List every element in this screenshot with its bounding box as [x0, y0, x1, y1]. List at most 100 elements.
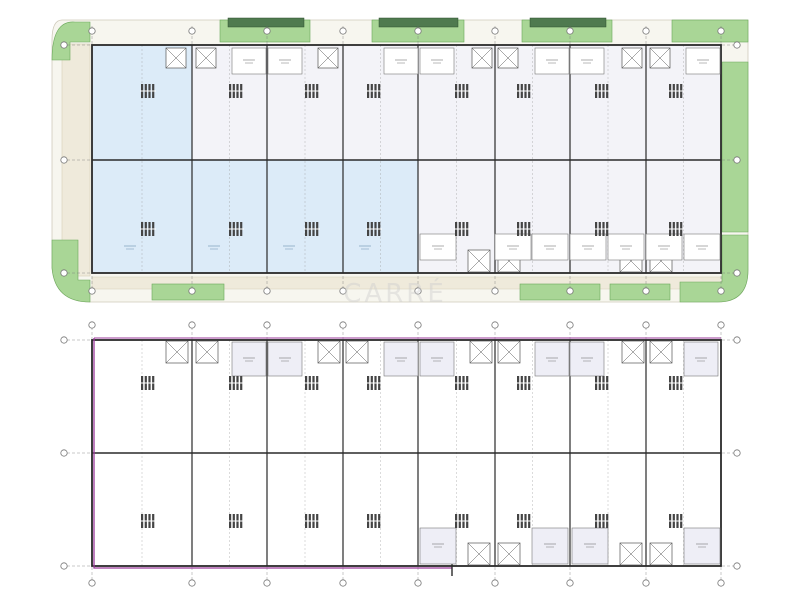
outer-wall — [91, 44, 722, 274]
front-racking-0 — [140, 222, 156, 236]
rear-office-0 — [231, 47, 267, 75]
grid-bubble-right-b — [733, 156, 741, 164]
rear-dock-door-2-diag-b — [317, 47, 339, 69]
lower-rear-office-6 — [683, 341, 719, 377]
front-racking-2 — [304, 222, 320, 236]
front-office-1 — [494, 233, 532, 261]
lower-rear-dock-door-0-diag-b — [165, 340, 189, 364]
lower-front-racking-6 — [594, 514, 610, 528]
lower-grid-bubble-bottom-4 — [414, 579, 422, 587]
lower-rear-racking-3 — [366, 376, 382, 390]
front-racking-7 — [668, 222, 684, 236]
lower-front-racking-0 — [140, 514, 156, 528]
lower-front-racking-1 — [228, 514, 244, 528]
lower-rear-office-2 — [383, 341, 419, 377]
rear-racking-6 — [594, 84, 610, 98]
rear-office-1 — [267, 47, 303, 75]
grid-bubble-right-c — [733, 269, 741, 277]
lower-grid-bubble-bottom-3 — [339, 579, 347, 587]
landscape-front-bed-2 — [609, 283, 671, 301]
rear-dock-door-6-diag-b — [649, 47, 671, 69]
lower-rear-office-4 — [534, 341, 570, 377]
lower-grid-bubble-top-3 — [339, 321, 347, 329]
rear-dock-door-1-diag-b — [195, 47, 217, 69]
lower-grid-bubble-bottom-5 — [491, 579, 499, 587]
lower-grid-bubble-top-0 — [88, 321, 96, 329]
grid-bubble-top-2 — [263, 27, 271, 35]
grid-bubble-bottom-3 — [339, 287, 347, 295]
rear-dock-door-3-diag-b — [471, 47, 493, 69]
grid-bubble-top-4 — [414, 27, 422, 35]
lower-grid-bubble-right-b — [733, 449, 741, 457]
lower-rear-office-0 — [231, 341, 267, 377]
north-canopy-2 — [529, 17, 607, 28]
grid-bubble-left-c — [60, 269, 68, 277]
upper-floor-plan — [51, 17, 749, 303]
lower-grid-bubble-top-5 — [491, 321, 499, 329]
landscape-south-west — [51, 239, 91, 303]
rear-office-4 — [534, 47, 570, 75]
grid-bubble-bottom-1 — [188, 287, 196, 295]
lower-front-racking-5 — [516, 514, 532, 528]
lower-rear-office-3 — [419, 341, 455, 377]
lower-grid-bubble-left-b — [60, 449, 68, 457]
rear-racking-1 — [228, 84, 244, 98]
grid-bubble-right-a — [733, 41, 741, 49]
lower-front-dock-door-1-diag-b — [497, 542, 521, 566]
landscape-north-bed-3 — [671, 19, 749, 43]
grid-bubble-top-3 — [339, 27, 347, 35]
lower-rear-dock-door-5-diag-b — [497, 340, 521, 364]
lower-rear-racking-5 — [516, 376, 532, 390]
grid-bubble-top-6 — [566, 27, 574, 35]
lower-grid-bubble-top-1 — [188, 321, 196, 329]
grid-bubble-top-1 — [188, 27, 196, 35]
front-dock-door-0-diag-b — [467, 249, 491, 273]
lower-rear-dock-door-1-diag-b — [195, 340, 219, 364]
north-canopy-0 — [227, 17, 305, 28]
front-office-4 — [607, 233, 645, 261]
lower-front-office-3 — [683, 527, 721, 565]
lower-grid-bubble-top-6 — [566, 321, 574, 329]
front-office-3 — [569, 233, 607, 261]
grid-bubble-top-5 — [491, 27, 499, 35]
lower-grid-bubble-right-a — [733, 336, 741, 344]
lower-rear-racking-0 — [140, 376, 156, 390]
rear-racking-2 — [304, 84, 320, 98]
landscape-east-strip — [721, 61, 749, 233]
rear-dock-door-0-diag-b — [165, 47, 187, 69]
lower-rear-office-1 — [267, 341, 303, 377]
front-racking-4 — [454, 222, 470, 236]
landscape-north-west — [51, 21, 91, 61]
front-office-5 — [645, 233, 683, 261]
rear-office-3 — [419, 47, 455, 75]
lower-rear-dock-door-2-diag-b — [317, 340, 341, 364]
lower-rear-dock-door-3-diag-b — [345, 340, 369, 364]
rear-racking-7 — [668, 84, 684, 98]
lower-grid-bubble-top-4 — [414, 321, 422, 329]
lower-grid-bubble-bottom-2 — [263, 579, 271, 587]
grid-bubble-bottom-8 — [717, 287, 725, 295]
lower-grid-bubble-bottom-6 — [566, 579, 574, 587]
unit-front-2 — [192, 160, 267, 273]
lower-rear-racking-7 — [668, 376, 684, 390]
rear-dock-door-5-diag-b — [621, 47, 643, 69]
grid-bubble-bottom-0 — [88, 287, 96, 295]
lower-rear-racking-6 — [594, 376, 610, 390]
rear-racking-3 — [366, 84, 382, 98]
lower-grid-bubble-top-8 — [717, 321, 725, 329]
lower-front-dock-door-3-diag-b — [649, 542, 673, 566]
grid-bubble-top-8 — [717, 27, 725, 35]
watermark-text: CARRÉ — [343, 277, 447, 309]
lower-grid-bubble-left-c — [60, 562, 68, 570]
rear-racking-0 — [140, 84, 156, 98]
landscape-south-east — [679, 234, 749, 303]
front-racking-3 — [366, 222, 382, 236]
rear-racking-5 — [516, 84, 532, 98]
lower-rear-racking-4 — [454, 376, 470, 390]
lower-front-racking-4 — [454, 514, 470, 528]
front-racking-1 — [228, 222, 244, 236]
front-office-2 — [531, 233, 569, 261]
lower-grid-bubble-left-a — [60, 336, 68, 344]
